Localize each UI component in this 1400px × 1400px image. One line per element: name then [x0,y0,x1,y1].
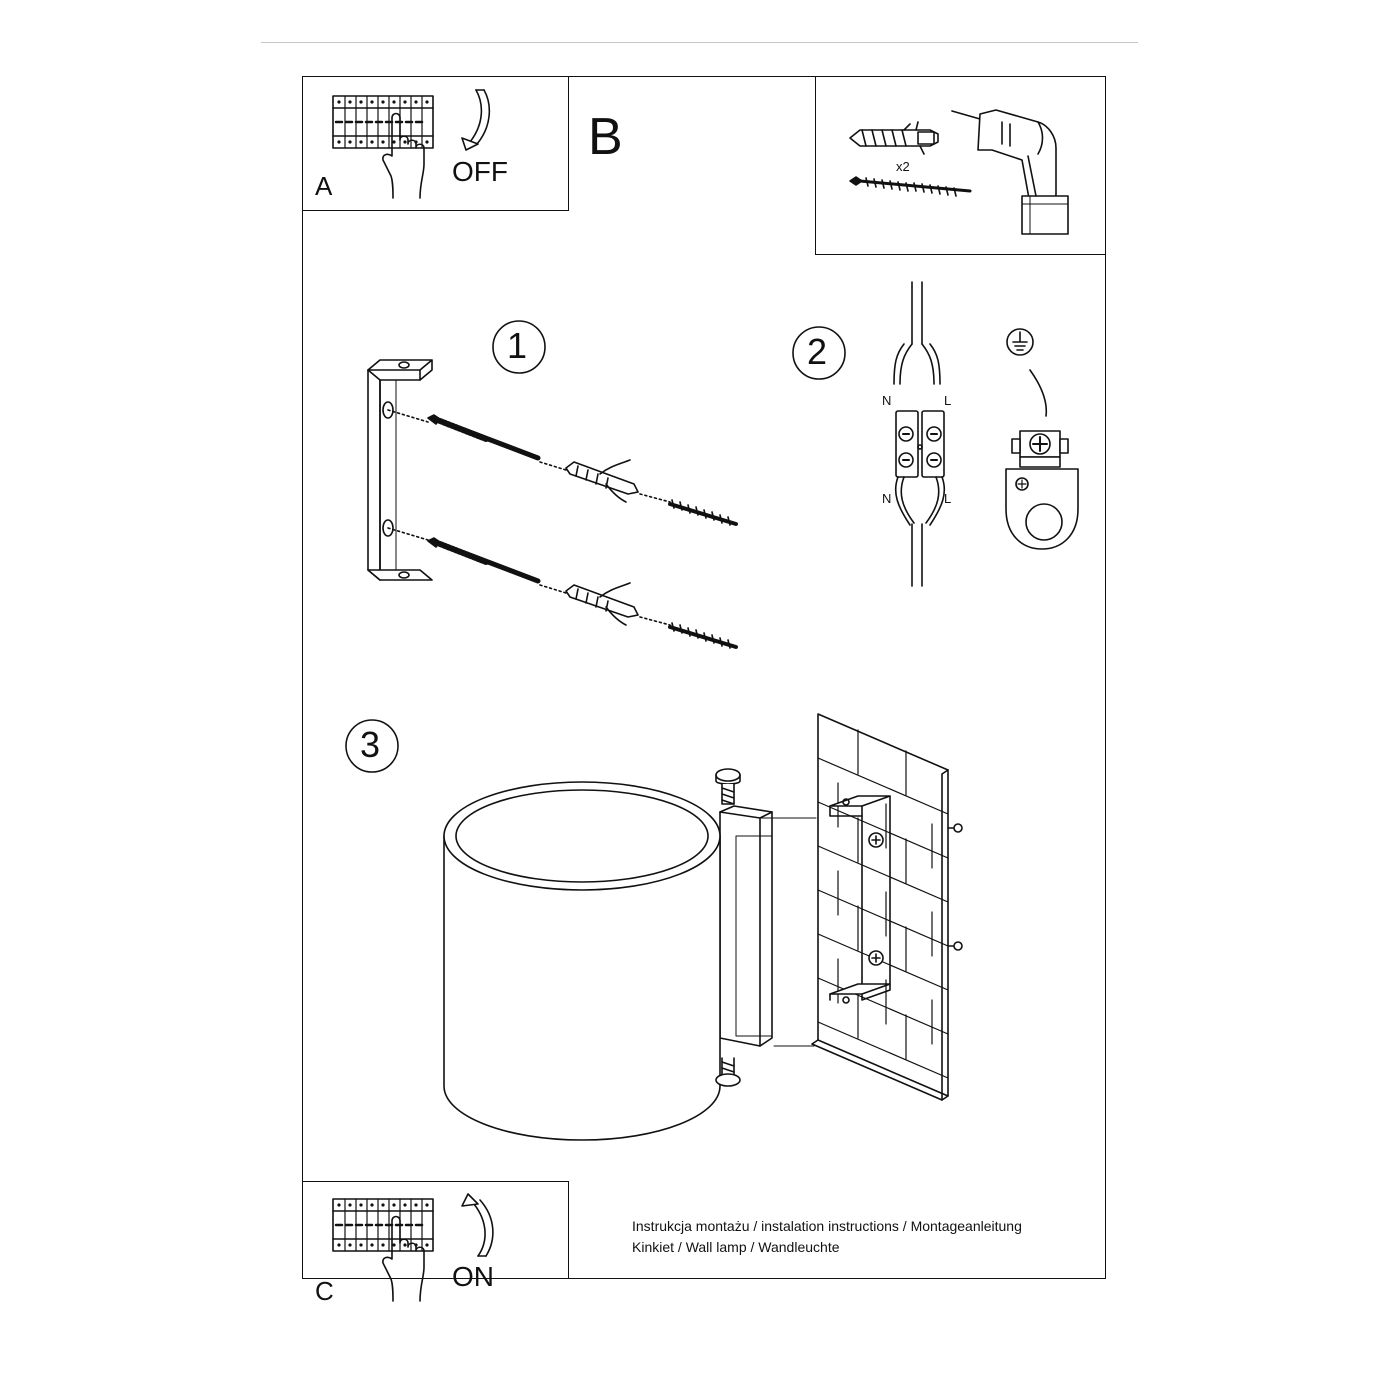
wire-l-label-top: L [944,393,952,408]
screw-and-plug-upper-icon [387,409,738,526]
top-divider [261,42,1138,43]
mounting-block-icon [719,805,817,1047]
fixing-screw-top-icon [715,768,741,805]
step-1-number: 1 [507,325,528,366]
caption-instructions: Instrukcja montażu / instalation instruc… [632,1218,1022,1234]
terminal-block-icon [893,281,946,587]
mounting-bracket-icon [367,359,433,581]
wall-bracket-installed-icon [829,795,891,1004]
step-2-circle [792,326,846,380]
step-b-letter: B [588,108,623,166]
switch-off-arrow-icon [461,89,491,151]
instruction-sheet-frame [302,76,1106,1279]
hand-icon [382,112,425,199]
drill-icon [951,109,1069,235]
brick-wall-plate-icon [811,713,963,1101]
step-2-number: 2 [807,331,828,372]
step-a-panel [302,76,569,211]
wall-plug-icon [849,121,939,155]
breaker-panel-icon [332,1198,434,1252]
power-off-label: OFF [452,156,508,187]
breaker-panel-icon [332,95,434,149]
cylinder-lamp-icon [443,781,721,1141]
wire-l-label-bottom: L [944,491,952,506]
step-a-letter: A [315,171,333,201]
quantity-label: x2 [896,159,910,174]
step-c-panel [302,1181,569,1279]
step-3-number: 3 [360,724,381,765]
power-on-label: ON [452,1261,494,1292]
switch-on-arrow-icon [461,1193,494,1257]
wire-n-label-top: N [882,393,892,408]
step-c-letter: C [315,1276,334,1306]
wire-n-label-bottom: N [882,491,892,506]
screw-and-plug-lower-icon [387,527,738,649]
hand-icon [382,1215,425,1302]
step-1-circle [492,320,546,374]
caption-product: Kinkiet / Wall lamp / Wandleuchte [632,1239,840,1255]
step-3-circle [345,719,399,773]
screw-icon [849,176,972,197]
fixing-screw-bottom-icon [715,1057,741,1087]
ground-terminal-icon [1005,328,1079,550]
